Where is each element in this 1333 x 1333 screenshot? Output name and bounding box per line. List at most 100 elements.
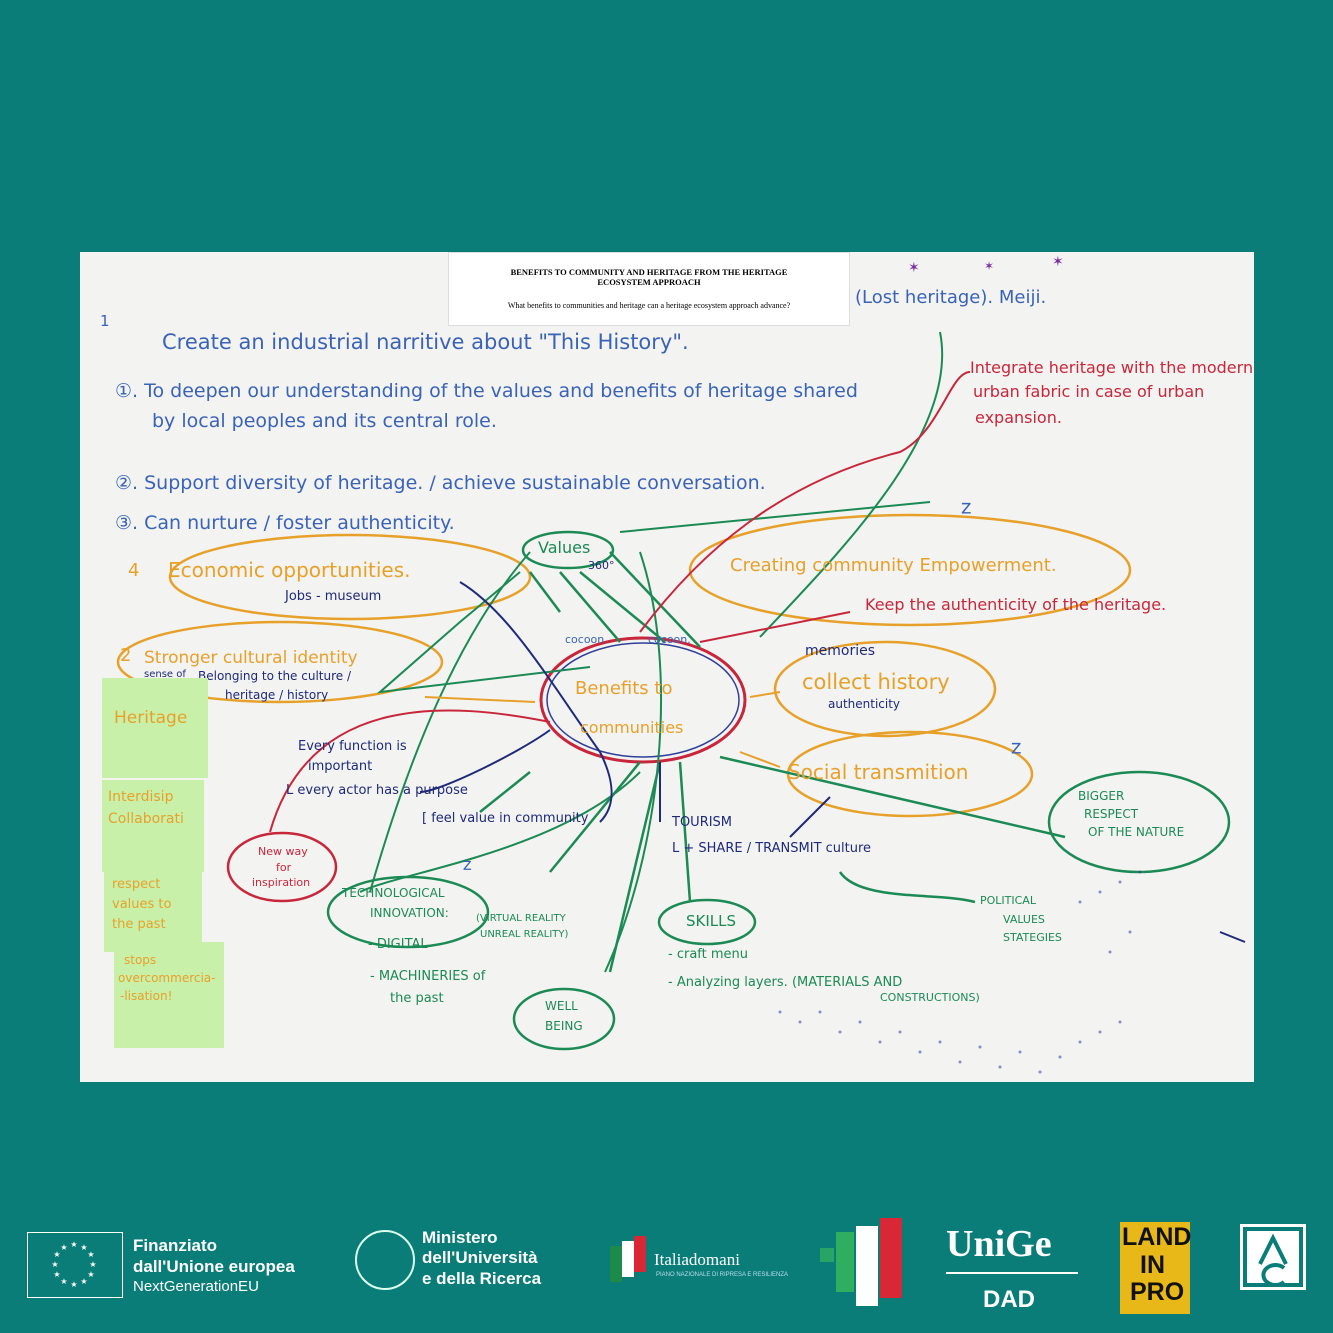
note-benefits: Benefits to bbox=[575, 678, 673, 699]
eu-line2: dall'Unione europea bbox=[133, 1257, 295, 1277]
sticky-stops-a: stops bbox=[124, 953, 157, 967]
landinpro-line3: PRO bbox=[1130, 1278, 1185, 1306]
svg-text:★: ★ bbox=[53, 1250, 60, 1259]
note-virtual-b: UNREAL REALITY) bbox=[480, 929, 569, 940]
eu-flag-logo: ★★★ ★★★ ★★★ ★★★ bbox=[27, 1232, 123, 1298]
note-well-b: BEING bbox=[545, 1019, 583, 1033]
svg-text:★: ★ bbox=[53, 1270, 60, 1279]
eu-line3: NextGenerationEU bbox=[133, 1277, 259, 1295]
mur-line1: Ministero bbox=[422, 1228, 498, 1247]
sticky-stops-b: overcommercia- bbox=[118, 971, 216, 985]
svg-text:★: ★ bbox=[70, 1240, 77, 1249]
note-belonging: Belonging to the culture / bbox=[198, 669, 352, 683]
note-values: Values bbox=[538, 538, 591, 557]
mur-line3: e della Ricerca bbox=[422, 1268, 542, 1288]
question-card: BENEFITS TO COMMUNITY AND HERITAGE FROM … bbox=[448, 252, 850, 326]
svg-text:★: ★ bbox=[60, 1243, 67, 1252]
note-jobs: Jobs - museum bbox=[285, 589, 382, 604]
note-tech-b: INNOVATION: bbox=[370, 906, 449, 920]
note-political-c: STATEGIES bbox=[1003, 931, 1062, 944]
note-cocoon-1: cocoon bbox=[565, 633, 605, 646]
note-point3: ③. Can nurture / foster authenticity. bbox=[115, 512, 455, 534]
svg-text:✶: ✶ bbox=[908, 259, 920, 275]
next-gen-italia-icon bbox=[820, 1218, 904, 1306]
sticky-note-stops: stops overcommercia- -lisation! bbox=[114, 942, 224, 1048]
note-new-way-a: New way bbox=[258, 845, 308, 858]
ac-logo-icon bbox=[1240, 1224, 1306, 1290]
svg-text:★: ★ bbox=[87, 1250, 94, 1259]
note-point1b: by local peoples and its central role. bbox=[152, 410, 497, 432]
note-integrate-a: Integrate heritage with the modern bbox=[970, 358, 1254, 377]
svg-text:✶: ✶ bbox=[984, 259, 994, 273]
svg-text:✶: ✶ bbox=[1052, 253, 1064, 269]
svg-text:★: ★ bbox=[51, 1260, 58, 1269]
note-heritage-history: heritage / history bbox=[225, 688, 329, 702]
note-integrate-b: urban fabric in case of urban bbox=[973, 382, 1205, 401]
landinpro-text: LAND IN PRO bbox=[1122, 1223, 1191, 1307]
italiadomani-flag-icon bbox=[610, 1236, 650, 1282]
note-the-past: the past bbox=[390, 991, 444, 1006]
note-every-function: Every function is bbox=[298, 739, 407, 754]
note-constructions: CONSTRUCTIONS) bbox=[880, 991, 980, 1004]
note-tourism: TOURISM bbox=[672, 815, 733, 830]
note-machineries: - MACHINERIES of bbox=[370, 969, 486, 984]
unige-divider bbox=[946, 1272, 1078, 1274]
sticky-note-heritage: Heritage bbox=[102, 678, 208, 778]
note-every-actor: L every actor has a purpose bbox=[286, 783, 468, 798]
note-cocoon-2: cocoon. bbox=[648, 633, 691, 646]
note-bigger-a: BIGGER bbox=[1078, 789, 1125, 803]
note-narrative: Create an industrial narritive about "Th… bbox=[162, 330, 689, 354]
sticky-respect-b: values to bbox=[112, 897, 172, 912]
svg-text:★: ★ bbox=[70, 1280, 77, 1289]
note-new-way-c: inspiration bbox=[252, 876, 311, 889]
note-well-a: WELL bbox=[545, 999, 578, 1013]
svg-text:★: ★ bbox=[87, 1270, 94, 1279]
note-stronger: Stronger cultural identity bbox=[144, 648, 358, 668]
note-tech-a: TECHNOLOGICAL bbox=[342, 886, 445, 900]
note-bigger-b: RESPECT bbox=[1084, 807, 1139, 821]
sticky-interdis-a: Interdisip bbox=[108, 789, 174, 805]
note-social: Social transmition bbox=[788, 760, 969, 784]
note-political-b: VALUES bbox=[1003, 913, 1045, 926]
svg-text:ᙆ: ᙆ bbox=[1010, 738, 1022, 768]
mur-line2: dell'Università bbox=[422, 1248, 538, 1268]
sticky-heritage-text: Heritage bbox=[114, 708, 188, 728]
card-question: What benefits to communities and heritag… bbox=[507, 301, 791, 311]
landinpro-line2: IN bbox=[1140, 1250, 1165, 1279]
note-num1: 1 bbox=[100, 312, 110, 330]
note-empowerment: Creating community Empowerment. bbox=[730, 555, 1057, 576]
sticky-respect-c: the past bbox=[112, 917, 166, 932]
note-point1a: ①. To deepen our understanding of the va… bbox=[115, 380, 858, 402]
svg-text:★: ★ bbox=[60, 1277, 67, 1286]
note-virtual-a: (VIRTUAL REALITY bbox=[476, 913, 566, 924]
note-share: L + SHARE / TRANSMIT culture bbox=[672, 841, 872, 856]
svg-text:ᙆ: ᙆ bbox=[960, 498, 972, 528]
note-keep-authenticity: Keep the authenticity of the heritage. bbox=[865, 595, 1167, 614]
note-360: 360° bbox=[588, 559, 615, 572]
eu-funding-text: Finanziato dall'Unione europea NextGener… bbox=[133, 1235, 295, 1296]
svg-text:★: ★ bbox=[80, 1243, 87, 1252]
note-economic-num: 4 bbox=[128, 560, 140, 581]
sticky-note-respect: respect values to the past bbox=[104, 872, 202, 952]
note-political-a: POLITICAL bbox=[980, 894, 1036, 907]
italiadomani-text: Italiadomani bbox=[654, 1250, 740, 1269]
eu-line1: Finanziato bbox=[133, 1236, 218, 1255]
note-feel-value: [ feel value in community bbox=[422, 811, 589, 826]
note-analyzing: - Analyzing layers. (MATERIALS AND bbox=[668, 975, 903, 990]
note-stronger-num: 2 bbox=[120, 645, 132, 666]
note-bigger-c: OF THE NATURE bbox=[1088, 825, 1185, 839]
mur-text: Ministero dell'Università e della Ricerc… bbox=[422, 1228, 541, 1289]
note-communities: communities bbox=[580, 718, 684, 737]
card-title: BENEFITS TO COMMUNITY AND HERITAGE FROM … bbox=[510, 267, 788, 288]
mur-emblem-icon bbox=[355, 1230, 415, 1290]
svg-text:★: ★ bbox=[80, 1277, 87, 1286]
sticky-note-interdisciplinary: Interdisip Collaborati bbox=[102, 780, 204, 872]
sticky-respect-a: respect bbox=[112, 877, 161, 892]
note-memories: memories bbox=[805, 643, 876, 659]
unige-logo-text: UniGe bbox=[946, 1223, 1052, 1265]
dad-logo-text: DAD bbox=[983, 1286, 1035, 1313]
note-integrate-c: expansion. bbox=[975, 408, 1062, 427]
landinpro-logo: LAND IN PRO bbox=[1120, 1222, 1191, 1314]
note-collect: collect history bbox=[802, 670, 950, 694]
svg-text:ᙆ: ᙆ bbox=[462, 857, 472, 882]
